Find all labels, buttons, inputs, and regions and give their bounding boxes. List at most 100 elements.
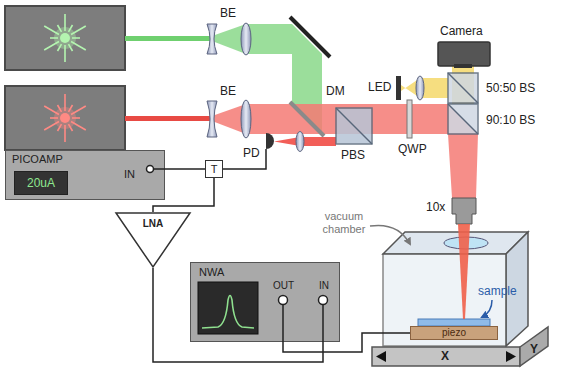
led-beam (401, 78, 420, 98)
objective-lens (452, 198, 476, 224)
jack-wires (322, 304, 324, 342)
part-label: QWP (398, 142, 427, 156)
beam-expander (207, 24, 217, 54)
pbs-cube (336, 108, 372, 144)
led-beam (401, 66, 474, 104)
amplifier-triangle: LNA (115, 212, 191, 268)
beam-expander (241, 100, 251, 138)
beam-splitters (448, 73, 478, 103)
jack-wires (279, 296, 288, 305)
triangle-outline (116, 213, 190, 267)
part-label: Y (530, 342, 538, 356)
node-text: IN (124, 168, 135, 181)
part-label: PD (243, 146, 260, 160)
led-source (396, 76, 401, 100)
part-label: 50:50 BS (486, 81, 535, 95)
beam-splitters (448, 73, 478, 103)
leader-arrow (482, 300, 492, 317)
vacuum-chamber (383, 232, 528, 254)
beam-splitters (448, 104, 478, 134)
green-laser (5, 6, 125, 70)
red-beam (246, 104, 478, 198)
red-beam (300, 137, 336, 146)
beam-splitters (448, 73, 478, 134)
red-beam (125, 116, 212, 121)
camera-body (438, 42, 490, 66)
quarter-wave-plate (407, 100, 412, 138)
jack-wires (153, 168, 165, 170)
part-label: 90:10 BS (486, 113, 535, 127)
focused-beam (458, 224, 470, 319)
camera-body (454, 64, 472, 68)
jack-wires (147, 166, 154, 173)
vacuum-chamber (383, 232, 528, 346)
part-label: sample (478, 284, 517, 298)
green-laser (5, 6, 125, 70)
node-text: LNA (143, 218, 164, 230)
node-text: 20uA (27, 176, 55, 190)
node-text: NWA (199, 266, 224, 279)
part-label: vacuum chamber (316, 210, 372, 236)
led-source (416, 76, 424, 100)
beam-expander (207, 101, 217, 137)
green-beam (246, 24, 322, 134)
vacuum-chamber (383, 254, 506, 346)
red-laser (5, 86, 125, 150)
green-beam (125, 24, 322, 134)
xy-stage (520, 327, 548, 366)
pd-lens (296, 132, 304, 152)
beam-expander (241, 23, 251, 55)
nwa-screen (202, 296, 254, 329)
xy-stage (506, 351, 516, 362)
led-beam (420, 78, 448, 98)
beam-splitters (448, 104, 478, 134)
xy-stage (372, 327, 548, 366)
vacuum-chamber (444, 237, 488, 249)
node-text: OUT (273, 280, 294, 292)
node-text: IN (319, 280, 329, 292)
part-label: DM (326, 84, 345, 98)
mirror (290, 17, 330, 57)
part-label: Camera (440, 24, 483, 38)
red-beam (274, 137, 300, 146)
red-beam (212, 104, 246, 134)
part-label: BE (220, 84, 236, 98)
red-laser (44, 94, 86, 142)
jack-wires (282, 304, 284, 342)
dichroic-mirror (290, 102, 324, 136)
xy-stage (376, 351, 386, 362)
red-laser (5, 86, 125, 150)
display-screen: 20uA (14, 171, 68, 195)
led-source (396, 76, 424, 100)
part-label: LED (368, 80, 391, 94)
photodiode (266, 133, 274, 149)
jack-wires (319, 296, 328, 305)
part-label: PBS (341, 148, 365, 162)
jack-wires (147, 166, 328, 343)
node-text: piezo (442, 327, 466, 339)
pbs-cube (336, 108, 372, 144)
tee-box: T (205, 160, 223, 178)
nwa-screen (198, 282, 258, 334)
part-label: BE (220, 6, 236, 20)
camera-body (438, 42, 490, 68)
beam-expander (207, 23, 251, 138)
part-label: X (441, 349, 449, 363)
node-text: T (211, 163, 218, 176)
xy-stage (372, 347, 520, 366)
sample-slab (418, 319, 490, 326)
instrument-box: PICOAMP IN 20uA (5, 150, 165, 200)
nwa-screen (198, 282, 258, 334)
red-beam (125, 104, 478, 198)
analyzer-box: NWA OUT IN (190, 262, 340, 342)
led-beam (452, 66, 474, 104)
leader-arrow (370, 225, 410, 244)
node-text: PICOAMP (12, 153, 63, 166)
part-label: 10x (426, 200, 445, 214)
piezo-stage: piezo (410, 326, 498, 340)
green-laser (44, 14, 86, 62)
green-beam (125, 36, 212, 41)
green-beam (212, 24, 246, 54)
signal-wire (165, 168, 205, 170)
